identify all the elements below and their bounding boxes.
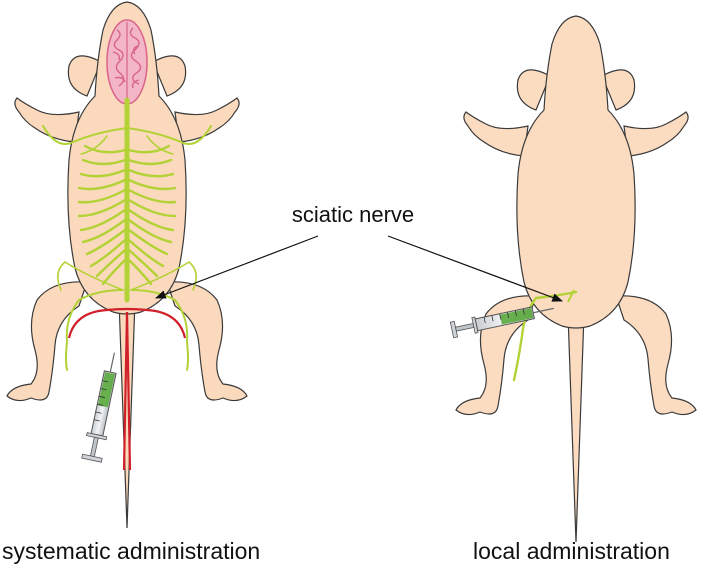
nervous-system (42, 97, 212, 371)
syringe-icon (449, 306, 554, 339)
injection-pathway (67, 307, 187, 471)
arrow-right (387, 235, 564, 302)
left-mouse-illustration (6, 1, 248, 529)
local-administration-caption: local administration (473, 538, 670, 564)
brain-icon (106, 19, 148, 105)
sciatic-nerve-label: sciatic nerve (292, 202, 414, 227)
syringe-icon (81, 352, 117, 463)
right-mouse-illustration (455, 15, 697, 543)
arrow-left (154, 235, 319, 299)
systematic-administration-caption: systematic administration (2, 538, 260, 564)
